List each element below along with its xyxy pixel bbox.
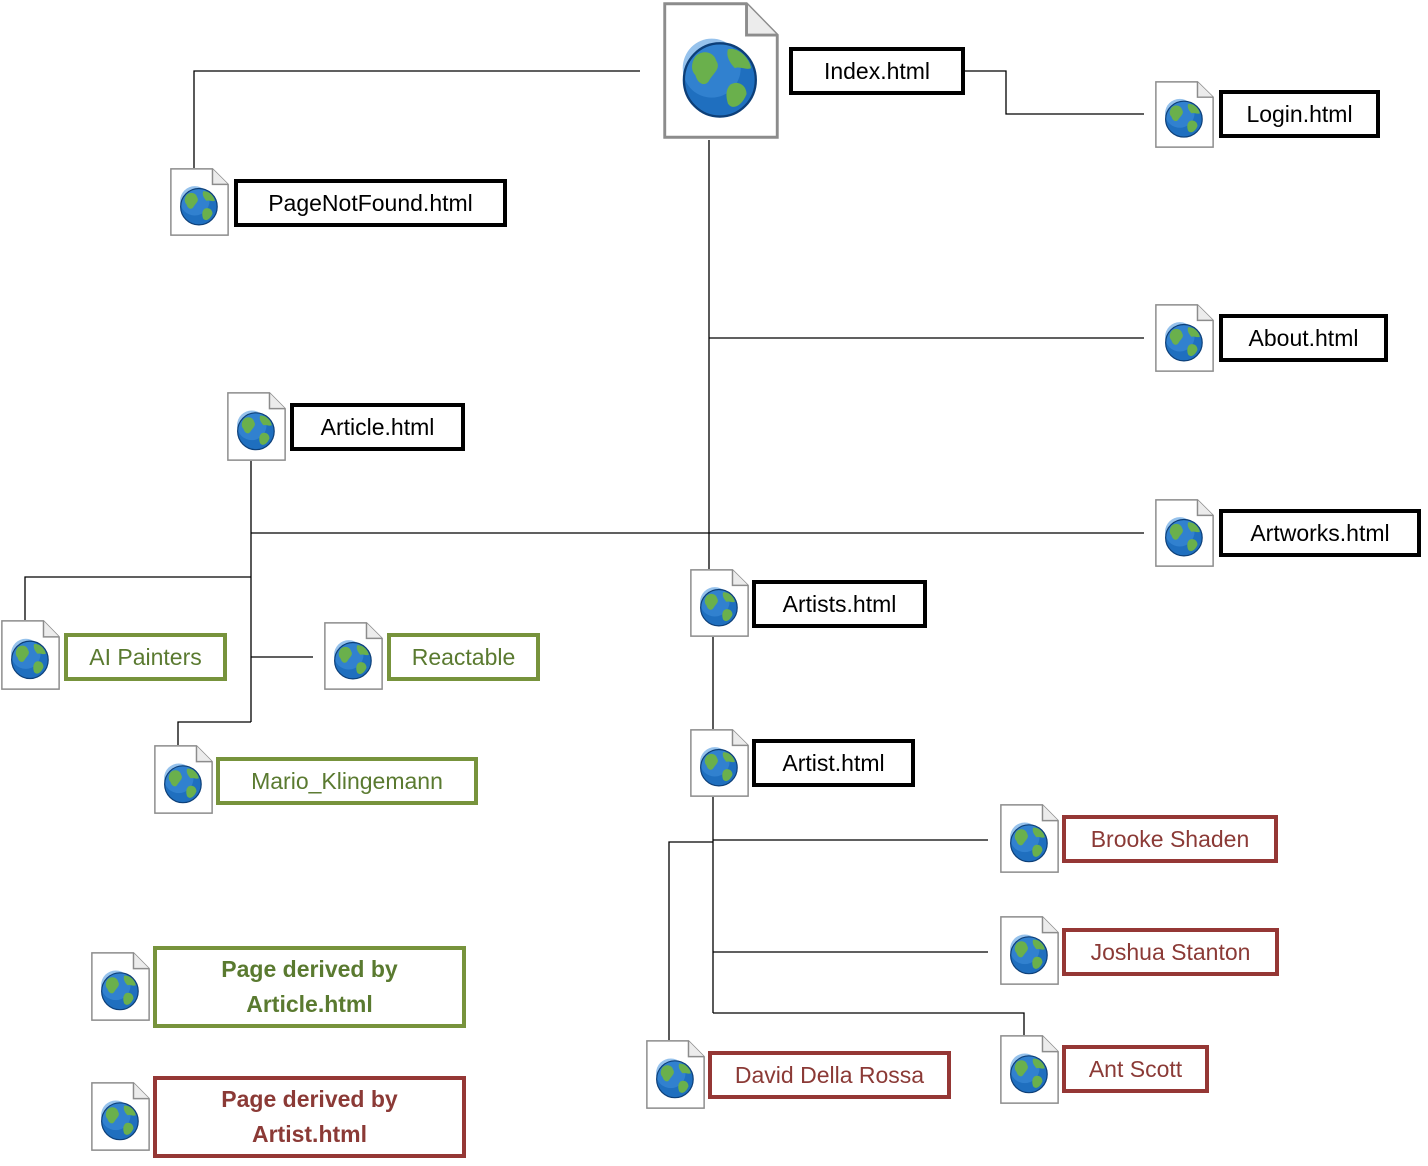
node-ai-painters: AI Painters: [64, 633, 227, 681]
joshua-stanton-doc-icon: [1000, 916, 1059, 985]
node-artist: Artist.html: [752, 739, 915, 787]
login-doc-icon: [1155, 81, 1214, 148]
david-della-rossa-doc-icon: [646, 1040, 705, 1109]
article-doc-icon: [227, 392, 286, 461]
legend-artist-derived: Page derived by Artist.html: [153, 1076, 466, 1158]
artist-doc-icon: [690, 729, 749, 797]
node-brooke-shaden: Brooke Shaden: [1062, 815, 1278, 863]
node-about: About.html: [1219, 314, 1388, 362]
node-login: Login.html: [1219, 90, 1380, 138]
ant-scott-doc-icon: [1000, 1035, 1059, 1104]
node-joshua-stanton: Joshua Stanton: [1062, 928, 1279, 976]
node-mario-klingemann: Mario_Klingemann: [216, 757, 478, 805]
about-doc-icon: [1155, 304, 1214, 372]
legend-green-doc-icon: [91, 952, 150, 1021]
index-doc-icon: [663, 2, 779, 139]
legend-article-derived: Page derived by Article.html: [153, 946, 466, 1028]
node-artists: Artists.html: [752, 580, 927, 628]
brooke-shaden-doc-icon: [1000, 804, 1059, 873]
artists-doc-icon: [690, 569, 749, 637]
pagenotfound-doc-icon: [170, 168, 229, 236]
node-ant-scott: Ant Scott: [1062, 1045, 1209, 1093]
node-article: Article.html: [290, 403, 465, 451]
mario-klingemann-doc-icon: [154, 745, 213, 814]
legend-red-doc-icon: [91, 1082, 150, 1151]
ai-painters-doc-icon: [1, 620, 60, 690]
node-david-della-rossa: David Della Rossa: [708, 1051, 951, 1099]
node-page-not-found: PageNotFound.html: [234, 179, 507, 227]
node-artworks: Artworks.html: [1219, 509, 1421, 557]
artworks-doc-icon: [1155, 499, 1214, 567]
node-reactable: Reactable: [387, 633, 540, 681]
reactable-doc-icon: [324, 622, 383, 690]
node-index: Index.html: [789, 47, 965, 95]
